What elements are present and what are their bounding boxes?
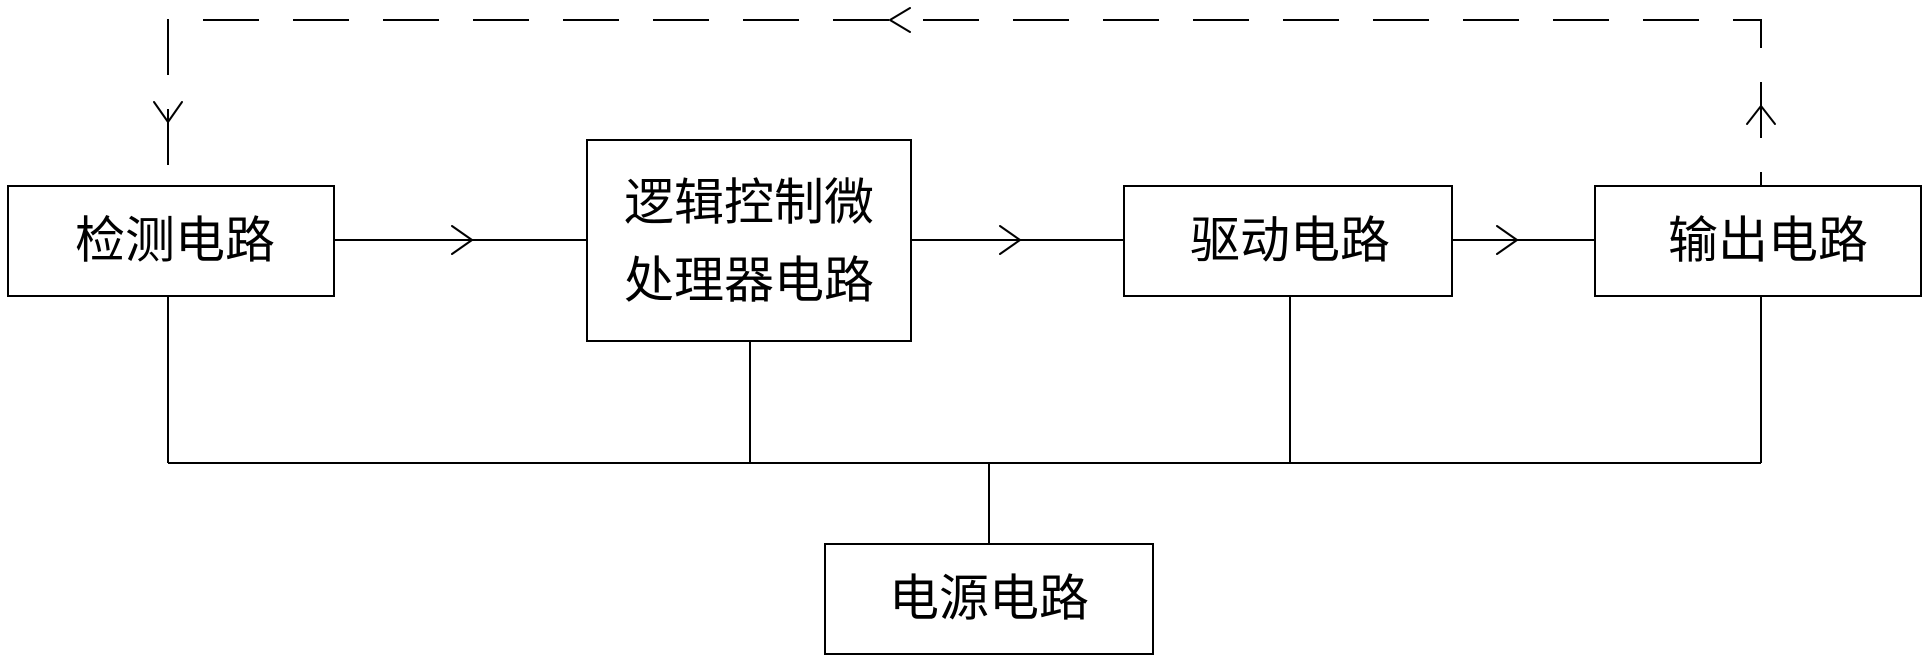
block-power-box [824,543,1154,655]
block-mcu-label-line2: 处理器电路 [624,252,874,310]
arrow-drive-to-output [1496,225,1518,255]
block-mcu-box [586,139,912,342]
power-bus [167,296,1762,544]
block-drive-box [1123,185,1453,297]
block-mcu: 逻辑控制微 处理器电路 [586,139,912,342]
feedback-arrow-down [153,101,183,123]
signal-path [334,225,1595,255]
block-drive: 驱动电路 [1123,185,1453,297]
block-output-label: 输出电路 [1668,212,1868,270]
block-output: 输出电路 [1594,185,1922,297]
feedback-arrow-up [1746,105,1776,125]
block-mcu-label-line1: 逻辑控制微 [624,174,874,232]
block-output-box [1594,185,1922,297]
block-drive-label: 驱动电路 [1190,212,1390,270]
arrow-detection-to-mcu [451,225,473,255]
block-power-label: 电源电路 [889,570,1089,628]
block-detection-box [7,185,335,297]
block-detection-label: 检测电路 [75,212,275,270]
arrow-mcu-to-drive [999,225,1021,255]
block-detection: 检测电路 [7,185,335,297]
feedback-loop [153,7,1776,228]
feedback-dashed-line [167,19,1762,228]
block-power: 电源电路 [824,543,1154,655]
feedback-arrow-mid-left [889,7,911,33]
